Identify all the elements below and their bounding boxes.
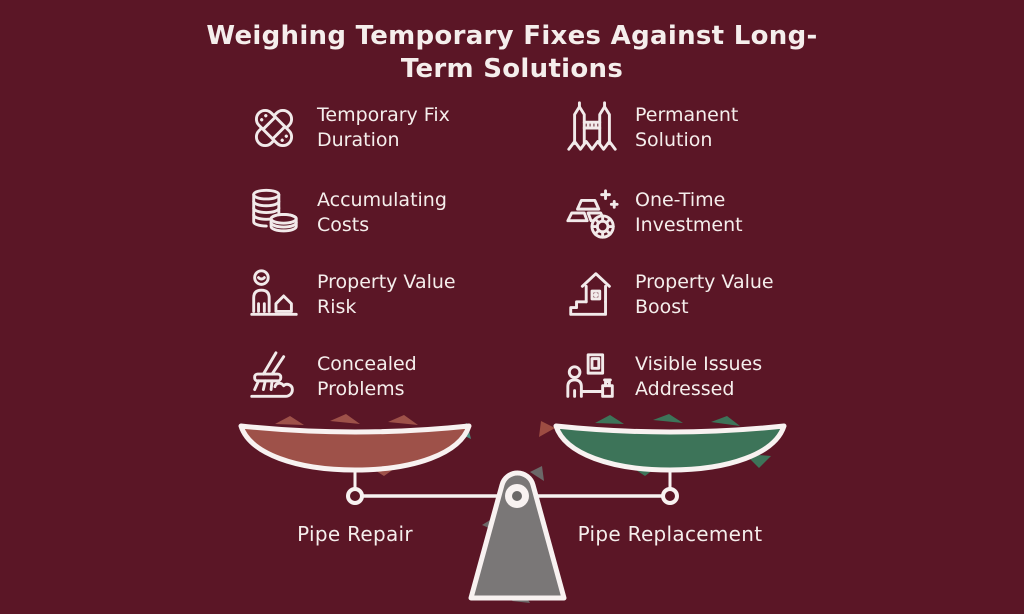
page-title-line-1: Weighing Temporary Fixes Against Long- bbox=[206, 21, 818, 51]
tower-bridge-icon bbox=[563, 99, 621, 157]
list-item-label: Permanent Solution bbox=[635, 103, 739, 151]
pivot-hole bbox=[512, 491, 522, 501]
list-item-property-value-risk: Property Value Risk bbox=[245, 263, 497, 327]
right-hanger-ring bbox=[661, 487, 679, 505]
list-item-temporary-fix-duration: Temporary Fix Duration bbox=[245, 96, 497, 160]
list-item-label: Visible Issues Addressed bbox=[635, 352, 763, 400]
crossed-bandages-icon bbox=[245, 99, 303, 157]
person-with-house-icon bbox=[245, 266, 303, 324]
list-item-concealed-problems: Concealed Problems bbox=[245, 345, 497, 409]
list-item-one-time-investment: One-Time Investment bbox=[563, 181, 815, 245]
left-pan bbox=[238, 423, 472, 473]
list-item-visible-issues-addressed: Visible Issues Addressed bbox=[563, 345, 815, 409]
list-item-label: Temporary Fix Duration bbox=[317, 103, 450, 151]
list-item-label: Accumulating Costs bbox=[317, 188, 447, 236]
right-pan-label: Pipe Replacement bbox=[577, 522, 763, 546]
scale-pedestal bbox=[468, 470, 567, 601]
balance-scale bbox=[238, 414, 787, 603]
gold-bars-coin-icon bbox=[563, 184, 621, 242]
list-item-property-value-boost: Property Value Boost bbox=[563, 263, 815, 327]
list-item-permanent-solution: Permanent Solution bbox=[563, 96, 815, 160]
person-viewing-exhibit-icon bbox=[563, 348, 621, 406]
house-on-steps-icon bbox=[563, 266, 621, 324]
list-item-accumulating-costs: Accumulating Costs bbox=[245, 181, 497, 245]
left-hanger-ring bbox=[346, 487, 364, 505]
right-pan bbox=[553, 423, 787, 473]
list-item-label: One-Time Investment bbox=[635, 188, 743, 236]
broom-under-rug-icon bbox=[245, 348, 303, 406]
list-item-label: Property Value Risk bbox=[317, 270, 456, 318]
page-title-line-2: Term Solutions bbox=[400, 53, 624, 84]
list-item-label: Property Value Boost bbox=[635, 270, 774, 318]
page-title: Weighing Temporary Fixes Against Long- T… bbox=[0, 20, 1024, 85]
list-item-label: Concealed Problems bbox=[317, 352, 417, 400]
left-pan-label: Pipe Repair bbox=[297, 522, 413, 546]
coin-stacks-icon bbox=[245, 184, 303, 242]
